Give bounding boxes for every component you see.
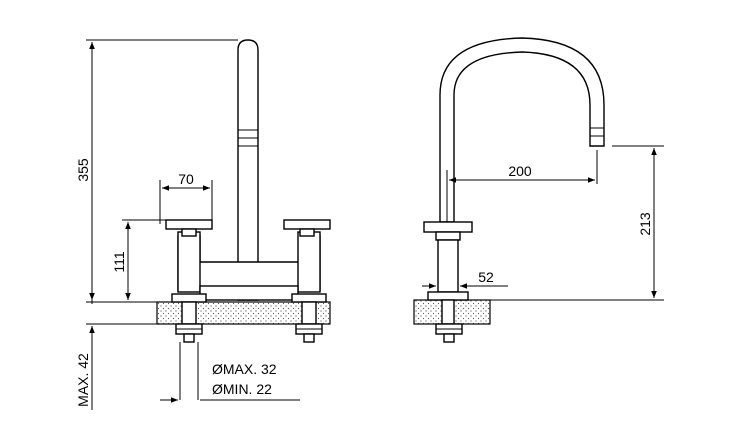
side-dimensions: 200 213 52	[422, 145, 664, 301]
front-right-cross-handle	[283, 219, 331, 230]
front-right-shank	[301, 301, 317, 325]
dim-70-label: 70	[178, 171, 194, 187]
side-shank	[441, 299, 455, 325]
front-spout-tube	[237, 39, 259, 301]
front-dimensions: 355 111 70 MAX. 42 ØMAX. 32 ØMIN. 22	[75, 39, 300, 410]
front-left-valve-body	[177, 231, 201, 293]
dim-42-label: MAX. 42	[75, 353, 91, 407]
front-right-fitting	[303, 333, 315, 343]
dim-355-label: 355	[75, 158, 91, 182]
front-deck-slab	[156, 301, 331, 325]
dim-52-label: 52	[478, 269, 494, 285]
front-left-shank	[181, 301, 197, 325]
side-fitting	[443, 333, 455, 343]
dim-111-label: 111	[111, 251, 127, 272]
front-left-flange	[171, 293, 207, 303]
front-left-handle-stem	[181, 228, 197, 237]
side-gooseneck-spout	[439, 37, 605, 223]
dim-diameter-min-label: ØMIN. 22	[212, 381, 272, 397]
front-right-handle-stem	[299, 228, 315, 237]
dim-200-label: 200	[508, 163, 532, 179]
dim-213-label: 213	[637, 212, 653, 236]
front-center-plinth	[199, 285, 299, 301]
side-valve-body	[437, 239, 459, 293]
side-view	[413, 37, 605, 343]
side-handle-stem	[435, 231, 461, 241]
dim-diameter-max-label: ØMAX. 32	[212, 361, 277, 377]
front-right-valve-body	[297, 231, 321, 293]
front-left-cross-handle	[165, 219, 213, 230]
front-right-flange	[291, 293, 327, 303]
front-view	[156, 39, 331, 400]
side-flange	[427, 291, 469, 301]
side-cross-handle	[423, 221, 473, 233]
front-left-fitting	[183, 333, 195, 343]
